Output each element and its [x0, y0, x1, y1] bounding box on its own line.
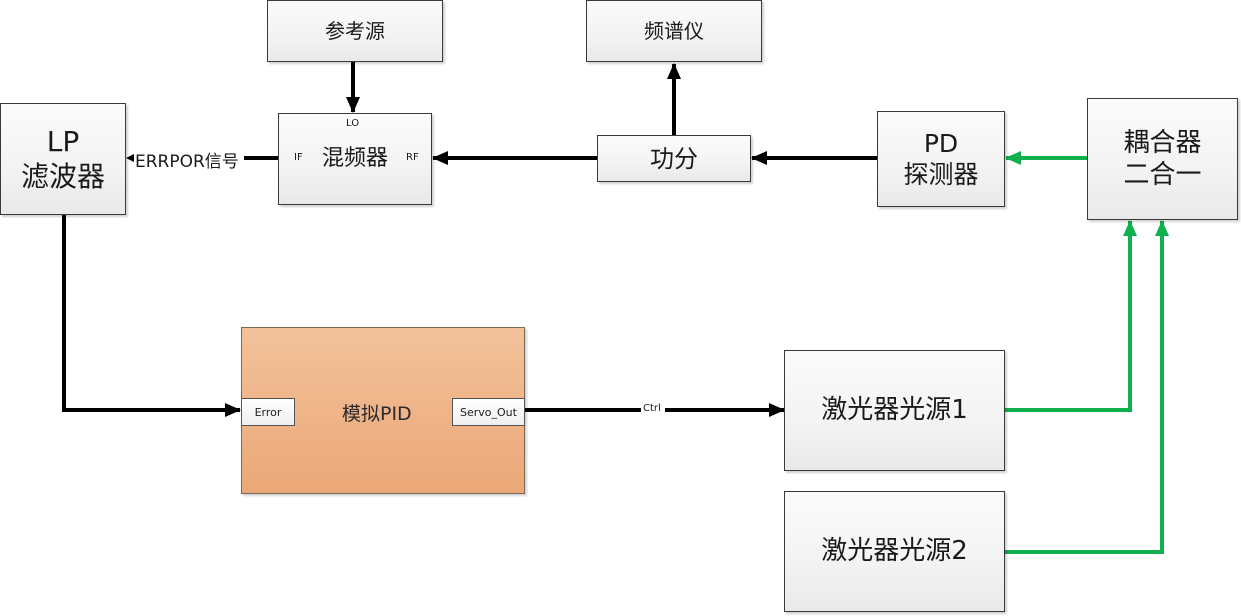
pd-detector-block[interactable]: PD 探测器	[877, 111, 1005, 207]
reference-source-label: 参考源	[325, 18, 385, 43]
error-signal-label: ERRPOR信号	[135, 147, 239, 172]
spectrum-analyzer-block[interactable]: 频谱仪	[586, 0, 762, 62]
coupler-label-line1: 耦合器	[1123, 127, 1202, 158]
pid-error-port[interactable]: Error	[241, 398, 295, 426]
lp-filter-block[interactable]: LP 滤波器	[0, 103, 126, 215]
laser-source-1-label: 激光器光源1	[821, 395, 968, 426]
power-splitter-label: 功分	[650, 144, 698, 173]
spectrum-analyzer-label: 频谱仪	[644, 18, 704, 43]
optical-laser1-to-coupler	[1004, 220, 1137, 412]
wire-lp-arrowhead	[126, 154, 134, 162]
pd-detector-label-line1: PD	[923, 128, 959, 158]
ctrl-signal-label: Ctrl	[643, 403, 661, 414]
pid-servo-out-port[interactable]: Servo_Out	[452, 398, 525, 426]
pid-label: 模拟PID	[342, 403, 412, 425]
lp-filter-label-line2: 滤波器	[20, 160, 105, 193]
mixer-port-if: IF	[294, 152, 303, 163]
mixer-label: 混频器	[321, 146, 388, 172]
pid-controller-block[interactable]: 模拟PID Error Servo_Out	[241, 327, 525, 494]
coupler-block[interactable]: 耦合器 二合一	[1087, 98, 1238, 220]
mixer-port-rf: RF	[406, 152, 419, 163]
pd-detector-label-line2: 探测器	[903, 160, 979, 189]
coupler-label-line2: 二合一	[1123, 160, 1202, 190]
lp-filter-label-line1: LP	[46, 125, 80, 158]
mixer-port-lo: LO	[346, 118, 360, 129]
reference-source-block[interactable]: 参考源	[267, 0, 443, 62]
laser-source-1-block[interactable]: 激光器光源1	[784, 350, 1005, 471]
laser-source-2-block[interactable]: 激光器光源2	[784, 491, 1005, 612]
wire-lp-to-pid	[62, 215, 241, 417]
power-splitter-block[interactable]: 功分	[597, 135, 751, 182]
laser-source-2-label: 激光器光源2	[821, 536, 968, 567]
optical-laser2-to-coupler	[1004, 220, 1169, 554]
mixer-block[interactable]: 混频器	[278, 113, 432, 205]
